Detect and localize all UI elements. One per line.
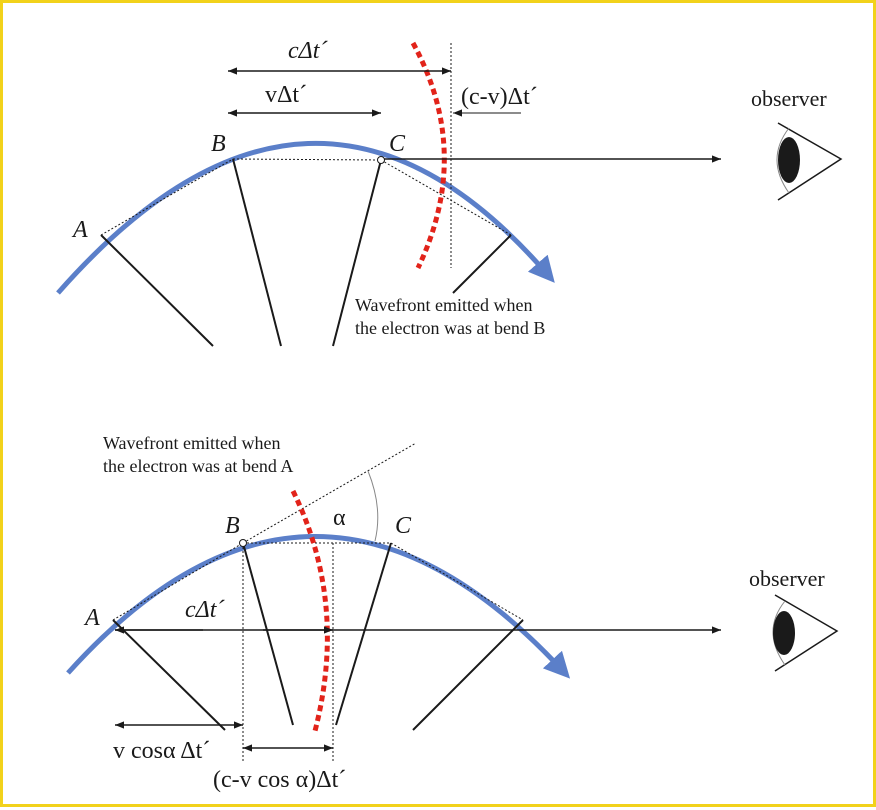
bottom-dim-c-minus-vcos-label: (c-v cos α)Δt´ (213, 767, 346, 793)
bottom-chords (112, 542, 524, 621)
bottom-alpha-arc (367, 470, 379, 542)
top-dim-c-minus-v-label: (c-v)Δt´ (461, 84, 538, 110)
bottom-caption-line1: Wavefront emitted when (103, 433, 281, 453)
bottom-radial-lines (112, 542, 524, 731)
top-caption-line2: the electron was at bend B (355, 318, 545, 338)
top-point-c-marker (377, 156, 385, 164)
bottom-observer-eye-icon (772, 594, 839, 672)
top-label-a: A (71, 217, 88, 243)
bottom-dim-c-dt-label: cΔt´ (185, 597, 225, 623)
bottom-panel: Wavefront emitted when the electron was … (66, 433, 839, 793)
bottom-alpha-label: α (333, 505, 346, 531)
bottom-tangent-line (242, 442, 417, 544)
bottom-label-c: C (395, 513, 412, 539)
top-label-b: B (211, 131, 226, 157)
top-dim-v-dt-label: vΔt´ (265, 82, 307, 108)
bottom-label-a: A (83, 605, 100, 631)
bottom-point-b-marker (239, 539, 247, 547)
top-wavefront (410, 41, 447, 270)
bottom-caption-line2: the electron was at bend A (103, 456, 293, 476)
top-dim-c-dt-label: cΔt´ (288, 38, 328, 64)
top-caption-line1: Wavefront emitted when (355, 295, 533, 315)
bottom-label-b: B (225, 513, 240, 539)
top-observer-label: observer (751, 86, 827, 111)
top-label-c: C (389, 131, 406, 157)
bottom-wavefront (290, 489, 330, 732)
top-observer-eye-icon (776, 122, 843, 201)
top-panel: cΔt´ vΔt´ (c-v)Δt´ A B C Wavefront emitt… (56, 38, 843, 347)
synchrotron-diagram: cΔt´ vΔt´ (c-v)Δt´ A B C Wavefront emitt… (56, 38, 843, 793)
top-electron-orbit (56, 141, 555, 295)
bottom-electron-orbit (66, 534, 571, 679)
top-radial-lines (100, 158, 512, 347)
bottom-dim-v-cos-label: v cosα Δt´ (113, 738, 210, 764)
bottom-observer-label: observer (749, 566, 825, 591)
top-chords (100, 158, 512, 236)
